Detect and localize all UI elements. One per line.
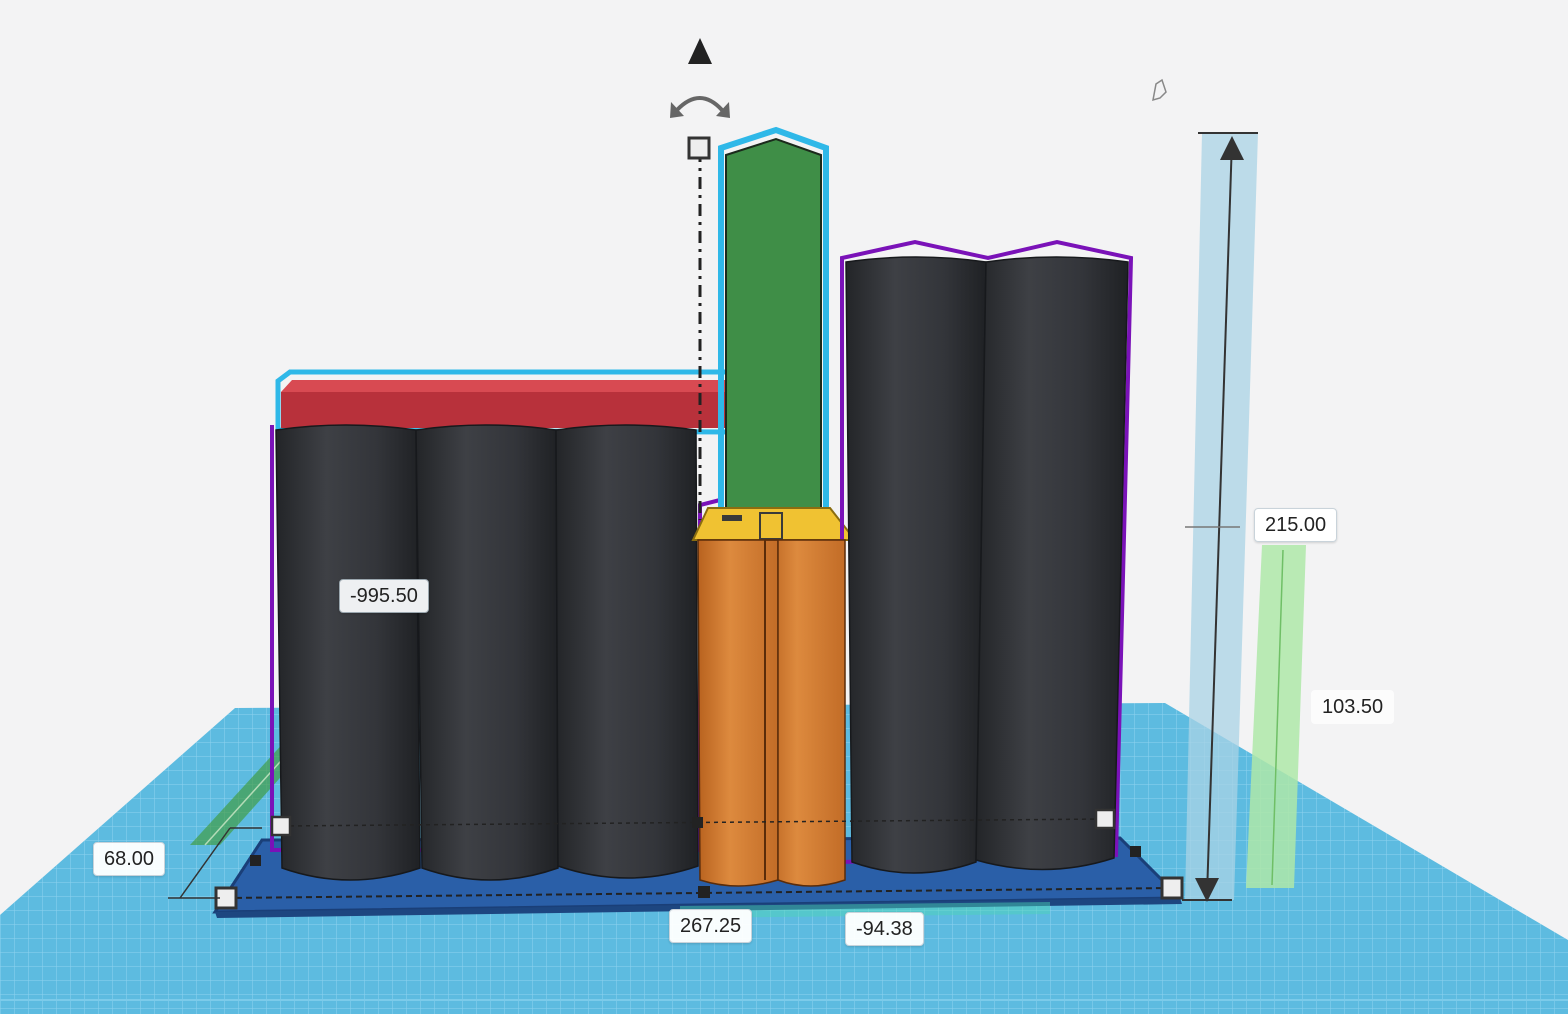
cylinder[interactable] [275,424,421,881]
height-arrow-top [1220,136,1244,160]
elevation-dimension-line [1271,549,1284,886]
green-block[interactable] [725,137,822,511]
scale-handle-top[interactable] [687,136,711,160]
scale-handle-front-right[interactable] [1160,876,1184,900]
green-block-highlight [718,126,829,513]
rotate-arrow-head-left [670,102,684,118]
cylinder[interactable] [415,424,559,881]
rotate-arrow-head-right [716,102,730,118]
depth-dimension-line [179,827,231,899]
depth-dimension-label[interactable]: 68.00 [93,842,166,876]
edge-handle-front[interactable] [698,886,710,898]
height-dimension-bar [1185,133,1258,900]
orange-cylinder[interactable] [765,539,846,887]
red-block[interactable] [281,392,730,428]
scale-handle-back-right[interactable] [1094,808,1116,830]
rotation-angle-label[interactable]: -995.50 [339,579,429,613]
red-block-top [281,380,730,392]
edge-handle-left[interactable] [250,855,261,866]
elevation-dimension-label[interactable]: 103.50 [1311,690,1395,724]
elevation-dimension-bar [1246,545,1306,888]
base-plate-shadow [215,898,1182,918]
yellow-cap-notch [722,515,742,521]
cylinder[interactable] [975,256,1129,871]
orange-cylinders[interactable] [697,539,846,887]
scale-handle-back-left[interactable] [270,815,292,837]
width-dimension-label[interactable]: 267.25 [669,909,753,943]
cone-up-icon[interactable] [688,38,712,64]
edge-handle-back[interactable] [692,817,703,828]
left-cylinders[interactable] [275,424,699,881]
right-cylinders[interactable] [845,256,1129,874]
cylinder[interactable] [555,424,699,879]
height-dimension-label[interactable]: 215.00 [1254,508,1338,542]
edge-handle-right[interactable] [1130,846,1141,857]
pointer-hand-icon [1152,78,1167,102]
height-arrow-bottom [1195,878,1219,902]
yellow-cap-notch [759,512,783,540]
height-dimension-line [1206,139,1233,896]
rotate-arrow-icon[interactable] [675,96,724,112]
width-dimension-band [680,902,1050,918]
cylinder[interactable] [845,256,987,874]
x-offset-dimension-label[interactable]: -94.38 [845,912,924,946]
